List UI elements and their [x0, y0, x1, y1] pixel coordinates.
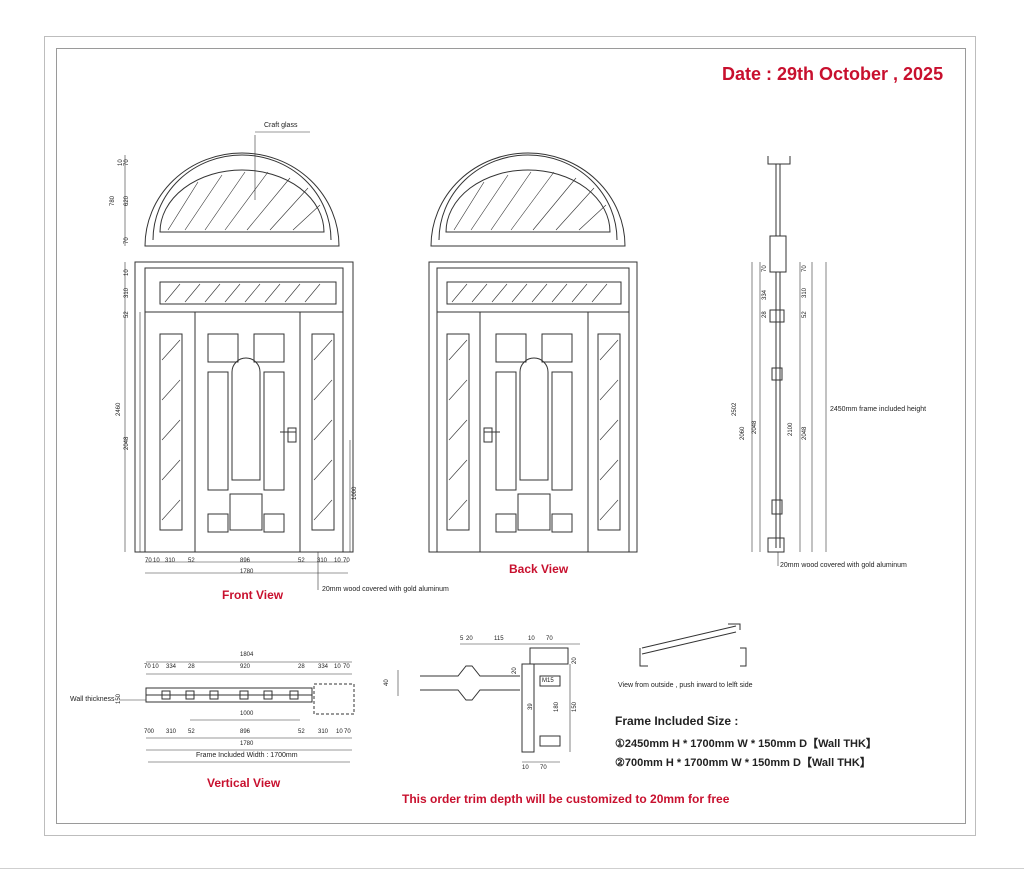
dim-label: 1000 — [240, 711, 254, 717]
wall-thickness-label: Wall thickness — [70, 696, 115, 703]
dim-label: 2460 — [116, 402, 122, 416]
dim-label: 2048 — [752, 420, 758, 434]
dim-label: 334 — [166, 664, 177, 670]
dim-label: 70 — [546, 636, 553, 642]
frame-height-note: 2450mm frame included height — [830, 406, 927, 413]
craft-glass-label: Craft glass — [264, 122, 298, 129]
dim-label: 70 — [344, 729, 351, 735]
date-label: Date : 29th October , 2025 — [722, 64, 944, 84]
frame-size-title: Frame Included Size : — [615, 714, 739, 728]
front-view-title: Front View — [222, 588, 284, 602]
door-swing-drawing — [639, 623, 747, 667]
dim-label: 2048 — [124, 436, 130, 450]
dim-label: 1000 — [352, 486, 358, 500]
dim-label: 10 — [124, 269, 130, 276]
dim-label: 70 — [540, 765, 547, 771]
dim-label: 39 — [528, 703, 534, 710]
dim-label: 20 — [466, 636, 473, 642]
dim-label: 334 — [762, 289, 768, 300]
dim-label: 5 — [460, 636, 464, 642]
dim-label: 28 — [188, 664, 195, 670]
dim-label: 2100 — [788, 422, 794, 436]
dim-label: 310 — [166, 729, 177, 735]
view-from-outside-label: View from outside , push inward to lelft… — [618, 682, 753, 689]
dim-label: 70 — [762, 265, 768, 272]
drawing-frame — [56, 48, 966, 824]
dim-label: 2060 — [740, 426, 746, 440]
dim-label: 10 — [334, 558, 341, 564]
dim-label: 920 — [240, 664, 251, 670]
back-view-drawing — [428, 152, 638, 553]
dim-label: 52 — [188, 558, 195, 564]
dim-label: 52 — [124, 311, 130, 318]
dim-label: 10 — [528, 636, 535, 642]
dim-label: 70 — [343, 664, 350, 670]
dim-label: 70 — [144, 664, 151, 670]
section-detail-drawing — [397, 643, 580, 763]
dim-label: 52 — [802, 311, 808, 318]
dim-label: 310 — [318, 729, 329, 735]
dim-label: 180 — [554, 701, 560, 712]
dim-label: 1780 — [240, 569, 254, 575]
dim-label: 52 — [298, 558, 305, 564]
dim-label: 700 — [144, 729, 155, 735]
dim-label: 896 — [240, 558, 251, 564]
dim-label: 2048 — [802, 426, 808, 440]
dim-label: 2502 — [732, 402, 738, 416]
dim-label: 70 — [802, 265, 808, 272]
vertical-view-title: Vertical View — [207, 776, 281, 790]
dim-label: 310 — [124, 287, 130, 298]
dim-label: 52 — [188, 729, 195, 735]
dim-label: 310 — [317, 558, 328, 564]
dim-label: 310 — [802, 287, 808, 298]
dim-label: 10 — [522, 765, 529, 771]
dim-label: 150 — [572, 701, 578, 712]
dim-label: 150 — [116, 693, 122, 704]
dim-label: 620 — [124, 195, 130, 206]
dim-label: 20 — [512, 667, 518, 674]
front-view-drawing — [124, 131, 354, 590]
dim-label: 896 — [240, 729, 251, 735]
wood-note-front: 20mm wood covered with gold aluminum — [322, 586, 449, 593]
frame-included-width-label: Frame Included Width : 1700mm — [196, 752, 298, 759]
dim-label: 334 — [318, 664, 329, 670]
dim-label: 310 — [165, 558, 176, 564]
dim-label: 70 — [343, 558, 350, 564]
side-section-drawing — [751, 156, 827, 566]
dim-label: 28 — [298, 664, 305, 670]
page-bottom-rule — [0, 868, 1024, 869]
dim-label: M15 — [542, 678, 554, 684]
dim-label: 28 — [762, 311, 768, 318]
frame-size-line-2: ②700mm H * 1700mm W * 150mm D【Wall THK】 — [615, 757, 871, 769]
dim-label: 1780 — [240, 741, 254, 747]
dim-label: 70 — [145, 558, 152, 564]
trim-depth-note: This order trim depth will be customized… — [402, 792, 730, 806]
dim-label: 20 — [572, 657, 578, 664]
outer-border — [44, 36, 976, 836]
dim-label: 780 — [110, 195, 116, 206]
frame-size-line-1: ①2450mm H * 1700mm W * 150mm D【Wall THK】 — [615, 738, 877, 750]
dim-label: 40 — [384, 679, 390, 686]
dim-label: 115 — [494, 636, 504, 642]
dim-label: 1804 — [240, 652, 254, 658]
dim-label: 10 — [336, 729, 343, 735]
dim-label: 70 — [124, 159, 130, 166]
dim-label: 10 — [152, 664, 159, 670]
dim-label: 70 — [124, 237, 130, 244]
dim-label: 10 — [153, 558, 160, 564]
wood-note-side: 20mm wood covered with gold aluminum — [780, 562, 907, 569]
vertical-view-drawing — [120, 661, 355, 763]
dim-label: 10 — [334, 664, 341, 670]
dim-label: 52 — [298, 729, 305, 735]
back-view-title: Back View — [509, 562, 569, 576]
